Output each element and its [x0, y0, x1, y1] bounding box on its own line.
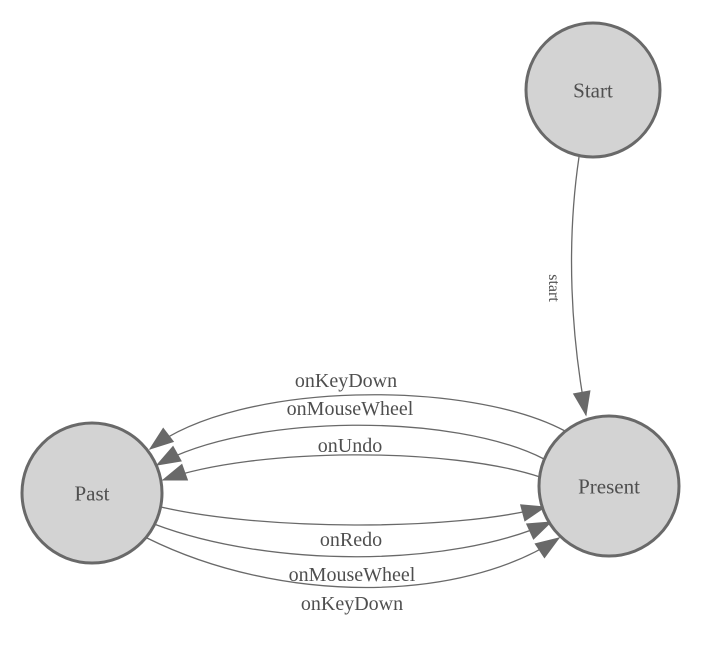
node-start-label: Start: [573, 78, 613, 102]
node-present: Present: [537, 414, 681, 558]
edge-label-onkeydown-top: onKeyDown: [295, 370, 397, 392]
edge-present-to-past-onundo: [161, 454, 541, 481]
node-present-circle: [537, 414, 681, 558]
node-past-circle: [20, 421, 164, 565]
edge-start-to-present: [570, 156, 591, 417]
edge-label-onredo: onRedo: [320, 529, 382, 551]
edge-label-onmousewheel-bottom: onMouseWheel: [289, 564, 416, 586]
edge-past-to-present-onmousewheel: [153, 521, 553, 558]
edges-group: [146, 156, 591, 589]
node-past-label: Past: [74, 481, 109, 505]
edge-label-onkeydown-bottom: onKeyDown: [301, 593, 403, 615]
node-past: Past: [20, 421, 164, 565]
node-start: Start: [524, 21, 662, 159]
edge-labels-group: start onKeyDown onMouseWheel onUndo onRe…: [287, 274, 562, 615]
edge-past-to-present-onredo: [160, 504, 547, 526]
edge-label-onundo: onUndo: [318, 435, 382, 457]
edge-label-onmousewheel-top: onMouseWheel: [287, 398, 414, 420]
edge-label-start: start: [545, 274, 562, 302]
edge-present-to-past-onkeydown: [148, 394, 566, 450]
node-start-circle: [524, 21, 662, 159]
node-present-label: Present: [578, 474, 640, 498]
edge-present-to-past-onmousewheel: [155, 424, 545, 466]
edge-past-to-present-onkeydown: [146, 537, 561, 589]
